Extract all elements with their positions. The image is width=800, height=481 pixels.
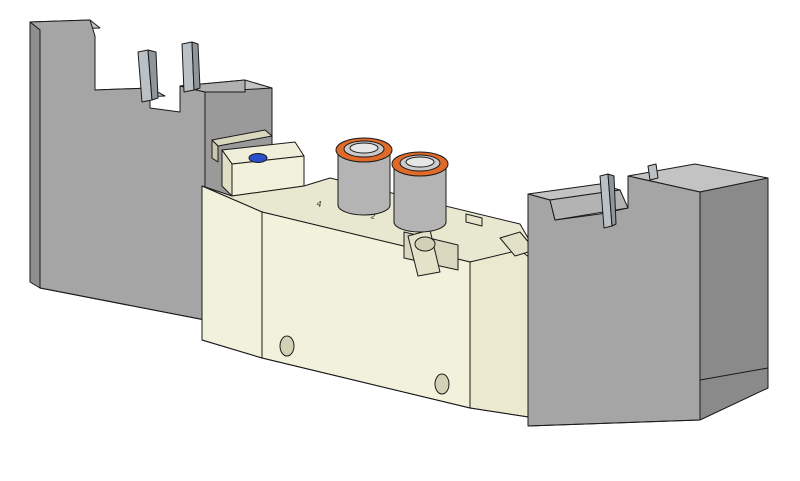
indicator-light-icon [248,153,268,163]
port-label: 4 [316,199,323,209]
mounting-hole [279,335,295,357]
mounting-hole [434,373,450,395]
port-label: 2 [370,211,377,221]
manual-override-cap [211,129,305,197]
right-terminal-pins [599,163,659,229]
push-in-fitting-right [391,151,449,233]
valve-body: 4 2 [201,177,536,419]
push-in-fitting-left [335,137,393,216]
right-solenoid-housing [527,163,769,427]
left-terminal-pins [137,41,201,103]
